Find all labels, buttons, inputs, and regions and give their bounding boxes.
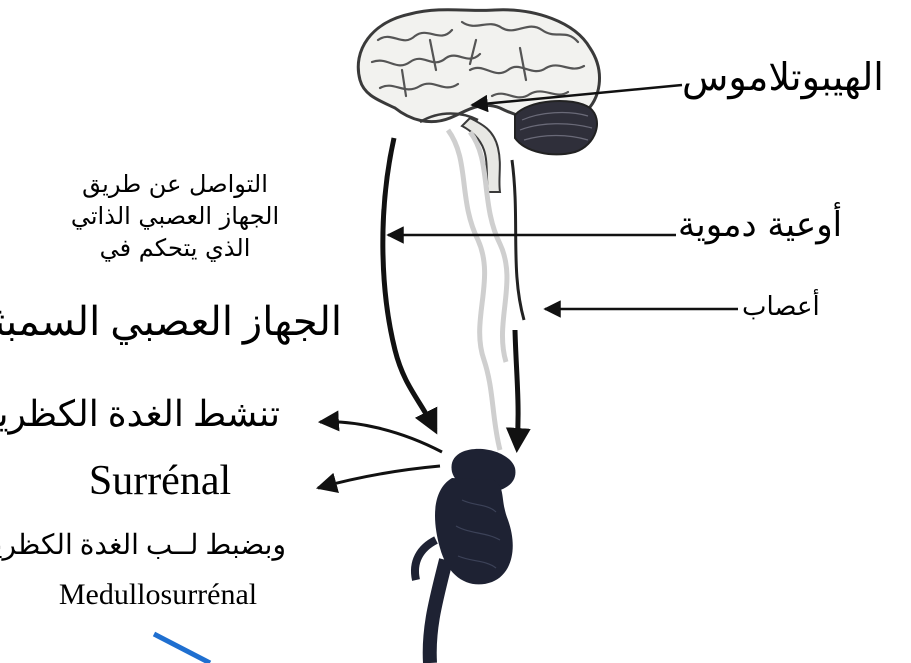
nerve-strand <box>512 160 524 320</box>
ureter <box>430 560 446 663</box>
label-regulates-medulla: وبضبط لــب الغدة الكظرية <box>28 532 286 560</box>
label-hypothalamus: الهيبوتلاموس <box>682 58 884 96</box>
label-activates-adrenal: تنشط الغدة الكظرية <box>20 396 280 432</box>
label-surrenal: Surrénal <box>60 460 260 502</box>
adrenal-gland-icon <box>415 449 515 663</box>
label-autonomic-line2: الجهاز العصبي الذاتي <box>30 204 320 228</box>
label-blood-vessels: أوعية دموية <box>678 208 842 242</box>
label-sympathetic: الجهاز العصبي السمبثاوي <box>4 302 342 342</box>
autonomic-nerve-arrow <box>383 138 435 430</box>
label-autonomic-line1: التواصل عن طريق <box>30 172 320 196</box>
label-autonomic-line3: الذي يتحكم في <box>30 236 320 260</box>
label-medullosurrenal: Medullosurrénal <box>48 580 268 610</box>
brain-icon <box>358 10 599 192</box>
activate-cortex-arrow <box>320 422 442 452</box>
label-nerves: أعصاب <box>742 294 820 320</box>
activate-medulla-arrow <box>318 466 440 488</box>
blue-accent-line <box>154 634 210 663</box>
nerves-arrow <box>515 330 518 448</box>
